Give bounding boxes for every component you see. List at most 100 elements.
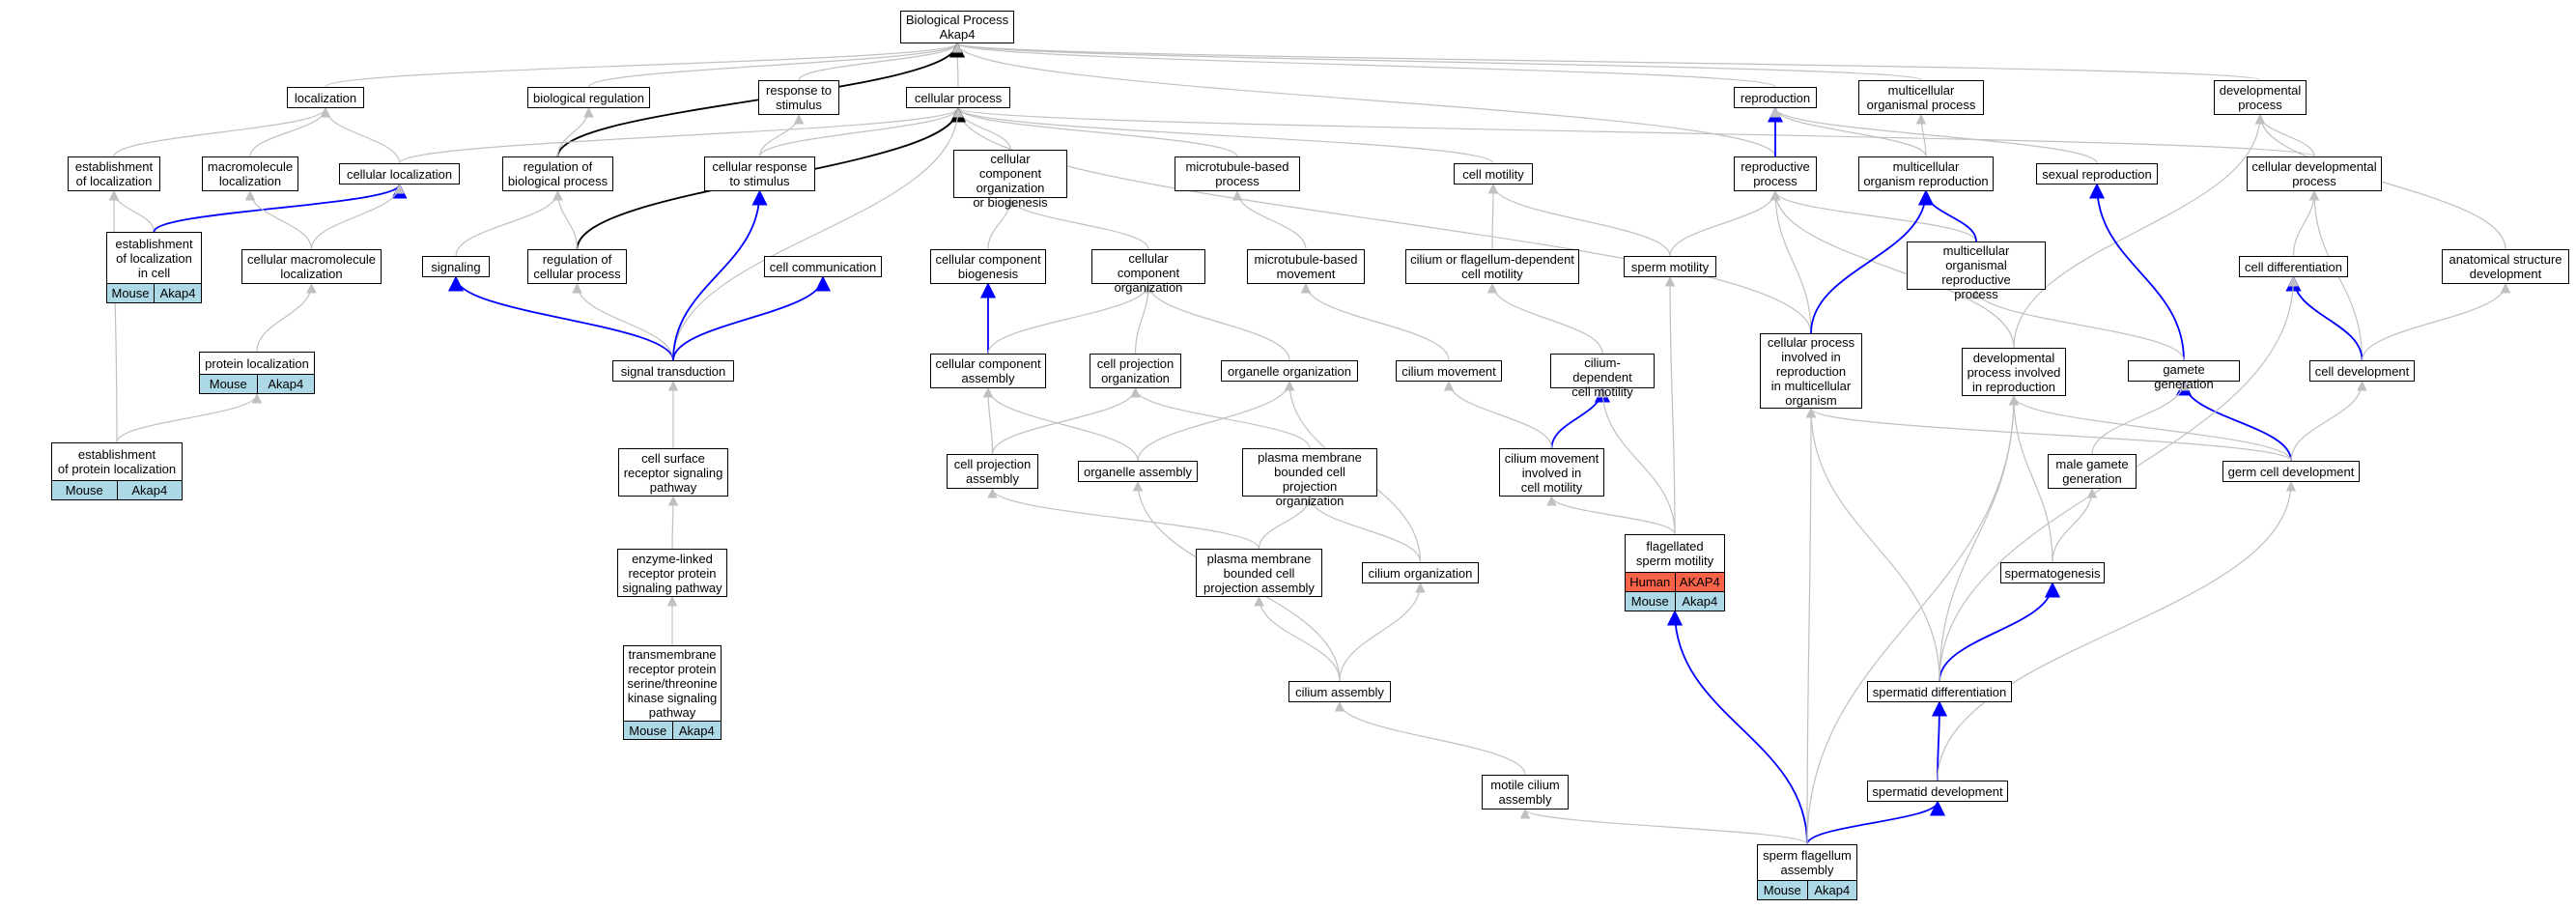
node-cellular-localization[interactable]: cellular localization <box>339 163 460 185</box>
edge-spermatid_development-to-germ_cell_development <box>1937 480 2297 781</box>
node-plasma-membrane-bounded-cell-projection-organization[interactable]: plasma membrane bounded cell projection … <box>1242 448 1377 508</box>
edge-signal_transduction-to-cellular_process <box>672 106 964 361</box>
node-multicellular-organism-reproduction[interactable]: multicellular organism reproduction <box>1858 156 1994 191</box>
node-label: anatomical structure development <box>2449 252 2562 281</box>
node-cell-communication[interactable]: cell communication <box>764 256 882 277</box>
node-label: multicellular organismal process <box>1866 83 1976 112</box>
edge-cilium_or_flagellum_dependent_cell_motility-to-cell_motility <box>1487 183 1499 250</box>
node-plasma-membrane-bounded-cell-projection-assembly[interactable]: plasma membrane bounded cell projection … <box>1196 549 1322 597</box>
node-regulation-of-biological-process[interactable]: regulation of biological process <box>502 156 613 191</box>
node-cell-motility[interactable]: cell motility <box>1454 163 1533 185</box>
node-response-to-stimulus[interactable]: response to stimulus <box>758 80 839 115</box>
node-reproduction[interactable]: reproduction <box>1734 87 1817 108</box>
node-spermatid-development[interactable]: spermatid development <box>1867 781 2008 802</box>
node-motile-cilium-assembly[interactable]: motile cilium assembly <box>1482 775 1569 810</box>
node-regulation-of-cellular-process[interactable]: regulation of cellular process <box>527 249 627 284</box>
node-developmental-process[interactable]: developmental process <box>2214 80 2307 115</box>
edge-sexual_reproduction-to-reproduction <box>1769 106 2098 164</box>
node-label: cell projection organization <box>1096 356 1175 385</box>
node-multicellular-organismal-process[interactable]: multicellular organismal process <box>1858 80 1984 115</box>
node-label: enzyme-linked receptor protein signaling… <box>622 551 722 595</box>
node-spermatogenesis[interactable]: spermatogenesis <box>2000 562 2105 583</box>
node-cilium-movement-involved-in-cell-motility[interactable]: cilium movement involved in cell motilit… <box>1499 448 1604 497</box>
node-label: establishment of localization <box>74 159 154 188</box>
node-multicellular-organismal-reproductive-process[interactable]: multicellular organismal reproductive pr… <box>1907 241 2046 301</box>
node-spermatid-differentiation[interactable]: spermatid differentiation <box>1867 681 2012 702</box>
node-cilium-assembly[interactable]: cilium assembly <box>1288 681 1391 702</box>
edge-sperm_flagellum_assembly-to-dpir <box>1806 394 2020 845</box>
node-cellular-developmental-process[interactable]: cellular developmental process <box>2247 156 2382 191</box>
node-organelle-organization[interactable]: organelle organization <box>1221 360 1358 382</box>
node-anatomical-structure-development[interactable]: anatomical structure development <box>2442 249 2569 284</box>
edge-gamete_generation-to-sexual_reproduction <box>2088 183 2185 361</box>
node-organelle-assembly[interactable]: organelle assembly <box>1078 461 1198 482</box>
node-cilium-movement[interactable]: cilium movement <box>1396 360 1502 382</box>
node-label: multicellular organism reproduction <box>1863 159 1989 188</box>
node-cell-projection-organization[interactable]: cell projection organization <box>1090 354 1181 388</box>
node-transmembrane-receptor-protein-serine-threonine-kinase-signaling-pathway[interactable]: transmembrane receptor protein serine/th… <box>623 645 722 740</box>
node-macromolecule-localization[interactable]: macromolecule localization <box>202 156 298 191</box>
node-signaling[interactable]: signaling <box>422 256 490 277</box>
node-label: cellular response to stimulus <box>712 159 807 188</box>
node-cellular-component-assembly[interactable]: cellular component assembly <box>930 354 1046 388</box>
node-label: cilium organization <box>1368 565 1473 581</box>
node-label: cilium assembly <box>1295 684 1384 699</box>
node-developmental-process-involved-in-reproduction[interactable]: developmental process involved in reprod… <box>1962 348 2066 396</box>
node-label: cellular macromolecule localization <box>247 252 376 281</box>
edge-cell_differentiation-to-cellular_developmental_process <box>2292 189 2320 257</box>
node-label: developmental process <box>2219 83 2302 112</box>
node-label: sexual reproduction <box>2042 166 2152 182</box>
node-cellular-process-involved-in-reproduction-in-multicellular-organism[interactable]: cellular process involved in reproductio… <box>1760 333 1862 409</box>
node-cellular-component-organization[interactable]: cellular component organization <box>1091 249 1205 295</box>
node-establishment-of-localization[interactable]: establishment of localization <box>68 156 160 191</box>
edge-sperm_flagellum_assembly-to-flagellated_sperm_motility <box>1666 610 1808 845</box>
edge-biological_regulation-to-root <box>587 42 963 88</box>
node-label: cellular process involved in reproductio… <box>1767 335 1855 408</box>
node-microtubule-based-process[interactable]: microtubule-based process <box>1175 156 1300 191</box>
node-cell-projection-assembly[interactable]: cell projection assembly <box>947 454 1038 489</box>
node-cellular-response-to-stimulus[interactable]: cellular response to stimulus <box>704 156 815 191</box>
edge-signal_transduction-to-cell_communication <box>672 275 832 361</box>
node-cell-surface-receptor-signaling-pathway[interactable]: cell surface receptor signaling pathway <box>618 448 728 497</box>
node-label: regulation of cellular process <box>533 252 621 281</box>
node-label: motile cilium assembly <box>1490 778 1560 807</box>
node-germ-cell-development[interactable]: germ cell development <box>2222 461 2360 482</box>
node-cell-development[interactable]: cell development <box>2309 360 2415 382</box>
node-gamete-generation[interactable]: gamete generation <box>2128 360 2240 391</box>
node-cilium-or-flagellum-dependent-cell-motility[interactable]: cilium or flagellum-dependent cell motil… <box>1405 249 1579 284</box>
node-microtubule-based-movement[interactable]: microtubule-based movement <box>1247 249 1365 284</box>
node-enzyme-linked-receptor-protein-signaling-pathway[interactable]: enzyme-linked receptor protein signaling… <box>617 549 727 597</box>
node-localization[interactable]: localization <box>287 87 364 108</box>
node-sexual-reproduction[interactable]: sexual reproduction <box>2036 163 2158 185</box>
node-cellular-component-organization-or-biogenesis[interactable]: cellular component organization or bioge… <box>953 150 1067 210</box>
node-sperm-motility[interactable]: sperm motility <box>1624 256 1716 277</box>
node-cellular-process[interactable]: cellular process <box>906 87 1010 108</box>
node-label: organelle assembly <box>1083 464 1192 479</box>
edge-establishment_of_protein_localization-to-protein_localization <box>116 392 263 443</box>
edge-spermatid_differentiation-to-cpirmo <box>1805 407 1940 682</box>
node-label: cellular component organization or bioge… <box>973 152 1048 210</box>
edge-protein_localization-to-cellular_macromolecule_localization <box>256 282 317 353</box>
node-cellular-macromolecule-localization[interactable]: cellular macromolecule localization <box>241 249 382 284</box>
edge-cpirmo-to-reproductive_process <box>1769 189 1812 334</box>
node-cellular-component-biogenesis[interactable]: cellular component biogenesis <box>930 249 1046 284</box>
node-biological-regulation[interactable]: biological regulation <box>527 87 650 108</box>
node-reproductive-process[interactable]: reproductive process <box>1734 156 1817 191</box>
node-cilium-dependent-cell-motility[interactable]: cilium-dependent cell motility <box>1550 354 1655 399</box>
node-signal-transduction[interactable]: signal transduction <box>612 360 734 382</box>
edge-localization-to-root <box>325 42 963 88</box>
node-cell-differentiation[interactable]: cell differentiation <box>2239 256 2348 277</box>
node-male-gamete-generation[interactable]: male gamete generation <box>2048 454 2137 489</box>
node-label: response to stimulus <box>766 83 832 112</box>
node-biological-process-root[interactable]: Biological Process Akap4 <box>900 11 1014 43</box>
node-cilium-organization[interactable]: cilium organization <box>1362 562 1479 583</box>
